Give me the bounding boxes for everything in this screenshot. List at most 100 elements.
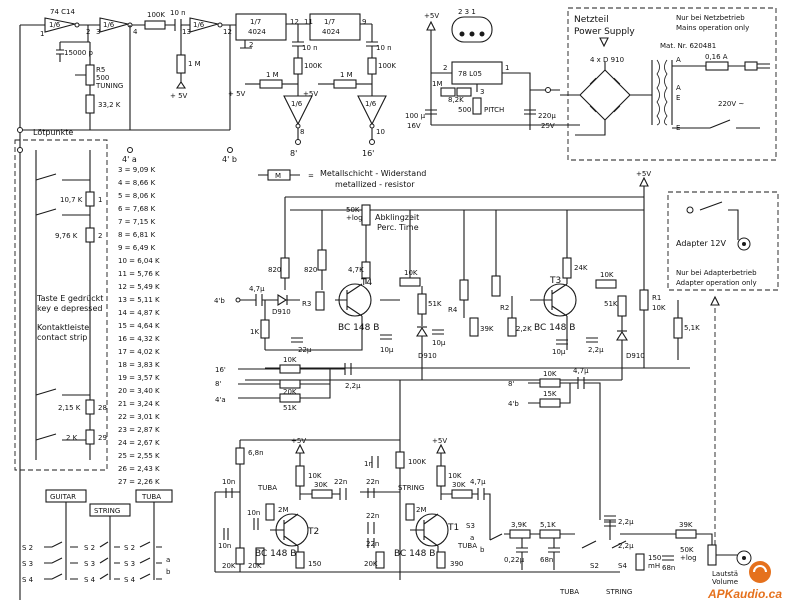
value-label: 2,2K — [516, 325, 532, 333]
volume-pot — [707, 544, 717, 566]
table-row: 9 = 6,49 K — [118, 244, 156, 252]
table-row: 27 = 2,26 K — [118, 478, 160, 486]
value-label: 10K — [600, 271, 614, 279]
input-4a-label: 4'a — [215, 396, 226, 404]
table-row: 17 = 4,02 K — [118, 348, 160, 356]
value-label: 51K — [604, 300, 618, 308]
diode-d910-b — [416, 326, 428, 337]
resistor-10k-c — [279, 364, 301, 374]
value-label: 5,1K — [684, 324, 700, 332]
value-label: 4,7K — [348, 266, 364, 274]
mains-label: 220V ~ — [718, 100, 744, 108]
pin-label: 3 — [96, 28, 100, 36]
value-label: 2 K — [66, 434, 78, 442]
value-label: 820 — [268, 266, 281, 274]
table-row: 5 = 8,06 K — [118, 192, 156, 200]
tuba-label: TUBA — [141, 493, 161, 501]
value-label: 0,22µ — [504, 556, 525, 564]
value-label: +log — [346, 214, 363, 222]
inductor-150mh — [635, 553, 645, 571]
resistor-9k76 — [85, 227, 95, 243]
value-label: 500 — [458, 106, 471, 114]
transistor-label: T3 — [549, 276, 561, 286]
value-label: 2,2µ — [588, 346, 604, 354]
value-label: 10µ — [552, 348, 566, 356]
guitar-label: GUITAR — [50, 493, 76, 501]
switch-label: S 4 — [84, 576, 96, 584]
pin-label: 2 — [98, 232, 102, 240]
switch-pos-label: a — [470, 534, 474, 542]
switch-label: S3 — [466, 522, 475, 530]
resistor-10k7 — [85, 191, 95, 207]
strip-note-en: contact strip — [37, 333, 87, 342]
resistor-100k — [144, 20, 166, 30]
value-label: 10K — [448, 472, 462, 480]
value-label: 100K — [378, 62, 396, 70]
ic-label: 1/7 — [250, 18, 261, 26]
pin-label: 28 — [98, 404, 107, 412]
psu-title-de: Netzteil — [574, 15, 609, 25]
pin-label: 8 — [300, 128, 304, 136]
value-label: 100K — [304, 62, 322, 70]
value-label: 10µ — [380, 346, 394, 354]
value-label: 1 M — [188, 60, 201, 68]
value-label: 3,9K — [511, 521, 527, 529]
regulator-label: 78 L05 — [458, 70, 482, 78]
key-contact-strip: 10,7 K 1 9,76 K 2 Taste E gedrückt key e… — [14, 139, 108, 471]
supply-label: +5V — [291, 437, 306, 445]
resistor-30k-b — [451, 489, 473, 499]
table-row: 18 = 3,83 K — [118, 361, 160, 369]
watermark-text: APKaudio.ca — [707, 587, 782, 601]
table-row: 10 = 6,04 K — [118, 257, 160, 265]
trim-r3 — [315, 291, 325, 311]
value-label: 10µ — [432, 339, 446, 347]
table-row: 24 = 2,67 K — [118, 439, 160, 447]
terminal-label: A — [676, 84, 681, 92]
switch-label: S 3 — [124, 560, 135, 568]
value-label: 50K — [346, 206, 360, 214]
resistor-2k15 — [85, 399, 95, 415]
value-label: 6,8n — [248, 449, 264, 457]
value-label: 220µ — [538, 112, 556, 120]
watermark-logo-icon — [749, 561, 771, 583]
diode-d910-a — [277, 294, 288, 306]
supply-label: +5V — [303, 90, 318, 98]
value-label: 25V — [541, 122, 555, 130]
solder-points-label: Lötpunkte — [33, 128, 73, 137]
value-label: 22n — [366, 512, 379, 520]
legend-eq: = — [308, 172, 314, 180]
value-label: 500 — [96, 74, 109, 82]
value-label: 10K — [308, 472, 322, 480]
legend-en: metallized - resistor — [335, 180, 415, 189]
table-row: 22 = 3,01 K — [118, 413, 160, 421]
resistor-8k2 — [456, 87, 472, 97]
ic-label-74c14: 74 C14 — [50, 8, 75, 16]
resistor-10k-f — [436, 465, 446, 487]
volume-label-de: Lautstä — [712, 570, 738, 578]
value-label: 39K — [480, 325, 494, 333]
ic-label: 4024 — [248, 28, 266, 36]
pot-label: R1 — [652, 294, 661, 302]
resistor-2m-a — [265, 503, 275, 521]
table-row: 21 = 3,24 K — [118, 400, 160, 408]
output-8-label: 8' — [290, 149, 297, 158]
value-label: mH — [648, 562, 660, 570]
resistor-3k9 — [509, 529, 531, 539]
pin-label: 11 — [304, 18, 313, 26]
gate-label: 1/6 — [193, 21, 205, 29]
value-label: 22n — [366, 478, 379, 486]
supply-label: + 5V — [170, 92, 188, 100]
resistor-820-a — [280, 257, 290, 279]
table-row: 12 = 5,49 K — [118, 283, 160, 291]
pin-label: 1 — [505, 64, 509, 72]
tuning-label: TUNING — [95, 82, 123, 90]
value-label: 2M — [278, 506, 289, 514]
transistor-part: BC 148 B — [394, 549, 435, 559]
value-label: 10n — [222, 478, 235, 486]
resistor-1m — [176, 54, 186, 74]
pin-label: 10 — [376, 128, 385, 136]
table-row: 23 = 2,87 K — [118, 426, 160, 434]
pot-label: R5 — [96, 66, 105, 74]
value-label: 22n — [366, 540, 379, 548]
